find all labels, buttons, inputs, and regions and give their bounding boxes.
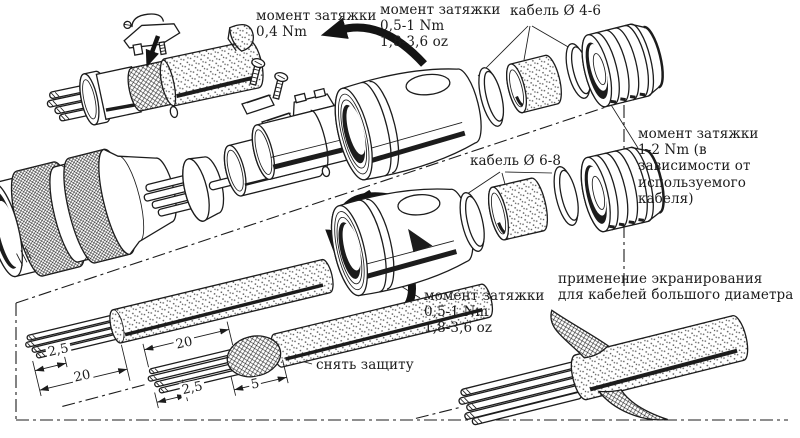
washer-ring-1: [478, 67, 505, 127]
washer-ring-4: [553, 166, 579, 226]
label-torque-gland-front: момент затяжки 0,5-1 Nm 1,8-3,6 oz: [380, 2, 501, 51]
shielded-cable-large: [415, 309, 749, 426]
seal-grommet-large: [487, 177, 549, 241]
label-shield-note: применение экранирования для кабелей бол…: [558, 271, 794, 304]
label-torque-clamp: момент затяжки 0,4 Nm: [256, 8, 377, 41]
label-torque-gland-back: момент затяжки 0,5-1 Nm 1,8-3,6 oz: [424, 288, 545, 337]
label-cable-small: кабель Ø 4-6: [510, 3, 602, 19]
clamp-plate-1: [241, 94, 275, 115]
rotate-arrow-top: [320, 17, 427, 67]
connector-body: [0, 148, 177, 278]
press-down-arrow: [145, 35, 161, 68]
gland-nut-large: [580, 146, 665, 233]
cable-clamp-bracket: [123, 13, 181, 56]
label-strip-note: снять защиту: [316, 357, 414, 373]
gland-nut-small: [581, 23, 664, 108]
clamp-screw-1: [249, 58, 266, 86]
pin-insert: [143, 156, 234, 222]
connector-housing-front: [334, 68, 482, 181]
label-cable-large: кабель Ø 6-8: [470, 153, 562, 169]
label-torque-nut: момент затяжки 1-2 Nm (в зависимости от …: [638, 126, 759, 207]
connector-housing-rear: [330, 188, 474, 297]
stripped-cable-1: [25, 258, 334, 397]
cable-clamp-shell: [251, 87, 365, 181]
washer-ring-3: [459, 192, 485, 252]
seal-grommet-small: [506, 54, 562, 114]
prepared-cable-top: [46, 40, 264, 126]
stripped-cable-2: [62, 283, 494, 409]
clamp-screw-2: [272, 72, 289, 100]
clamp-rubber-pad: [227, 23, 254, 52]
